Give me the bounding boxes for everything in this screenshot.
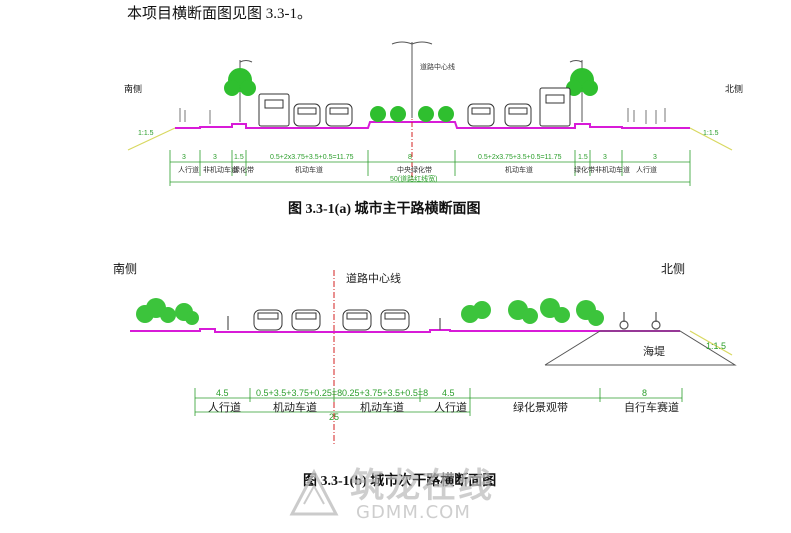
fig-a-caption: 图 3.3-1(a) 城市主干路横断面图	[288, 202, 481, 217]
fig-b-south-label: 南侧	[113, 262, 138, 276]
fig-a-label-6: 机动车道	[505, 167, 533, 174]
fig-a-centerline-label: 道路中心线	[420, 64, 455, 71]
fig-a-dim-6: 0.5+2x3.75+3.5+0.5=11.75	[478, 154, 562, 161]
fig-a-north-label: 北侧	[725, 84, 744, 94]
fig-b-dim-5: 8	[642, 388, 648, 398]
watermark-logo-icon	[289, 468, 339, 516]
intro-text: 本项目横断面图见图 3.3-1。	[127, 6, 312, 22]
fig-b-dim-2: 0.5+3.5+3.75+0.25=8	[256, 388, 343, 398]
fig-a-dim-4: 0.5+2x3.75+3.5+0.5=11.75	[270, 154, 354, 161]
fig-a-label-8: 非机动车道	[595, 167, 630, 174]
figure-a: 南侧 北侧 道路中心线 1:1.5 1:1.5 3 3 1.5 0.5+2x3.…	[0, 0, 791, 230]
fig-a-label-5: 中央绿化带	[397, 167, 432, 174]
fig-b-label-6: 自行车赛道	[624, 402, 679, 414]
fig-a-label-4: 机动车道	[295, 167, 323, 174]
fig-a-label-7: 绿化带	[574, 167, 595, 174]
fig-b-label-5: 绿化景观带	[513, 402, 568, 414]
fig-a-dim-3: 1.5	[234, 154, 244, 161]
fig-b-label-3: 机动车道	[360, 402, 404, 414]
fig-b-dim-1: 4.5	[216, 388, 229, 398]
fig-a-south-label: 南侧	[124, 84, 143, 94]
fig-a-dim-8: 3	[603, 154, 607, 161]
fig-a-dim-5: 8	[408, 154, 412, 161]
fig-a-total: 50(道路红线宽)	[390, 176, 438, 183]
fig-a-dim-2: 3	[213, 154, 217, 161]
fig-a-dim-7: 1.5	[578, 154, 588, 161]
watermark-url: GDMM.COM	[356, 502, 471, 523]
fig-a-label-2: 非机动车道	[203, 167, 238, 174]
fig-b-slope-right: 1:1.5	[706, 341, 727, 351]
fig-b-label-1: 人行道	[208, 402, 241, 414]
fig-b-total: 25	[329, 412, 340, 422]
fig-b-caption: 图 3.3-1(b) 城市次干路横断面图	[303, 474, 497, 489]
fig-b-label-2: 机动车道	[273, 402, 317, 414]
fig-a-label-3: 绿化带	[233, 167, 254, 174]
figure-b: 南侧 北侧 道路中心线 海堤 1:1.5 4.5 0.5+3.5+3.75+0.…	[0, 230, 791, 490]
fig-a-slope-right: 1:1.5	[703, 130, 719, 137]
fig-a-dim-9: 3	[653, 154, 657, 161]
figure-b-drawing	[130, 270, 737, 445]
fig-b-seawall-label: 海堤	[643, 346, 665, 358]
fig-a-slope-left: 1:1.5	[138, 130, 154, 137]
figure-a-drawing	[127, 41, 733, 186]
watermark: 筑龙在线 GDMM.COM	[284, 456, 524, 526]
fig-b-label-4: 人行道	[434, 402, 467, 414]
fig-a-label-1: 人行道	[178, 167, 199, 174]
fig-b-north-label: 北侧	[661, 262, 686, 276]
fig-b-dim-4: 4.5	[442, 388, 455, 398]
fig-a-label-9: 人行道	[636, 167, 657, 174]
fig-b-centerline-label: 道路中心线	[346, 273, 401, 285]
fig-a-dim-1: 3	[182, 154, 186, 161]
watermark-text: 筑龙在线	[350, 466, 494, 506]
fig-b-dim-3: 0.25+3.75+3.5+0.5=8	[342, 388, 429, 398]
